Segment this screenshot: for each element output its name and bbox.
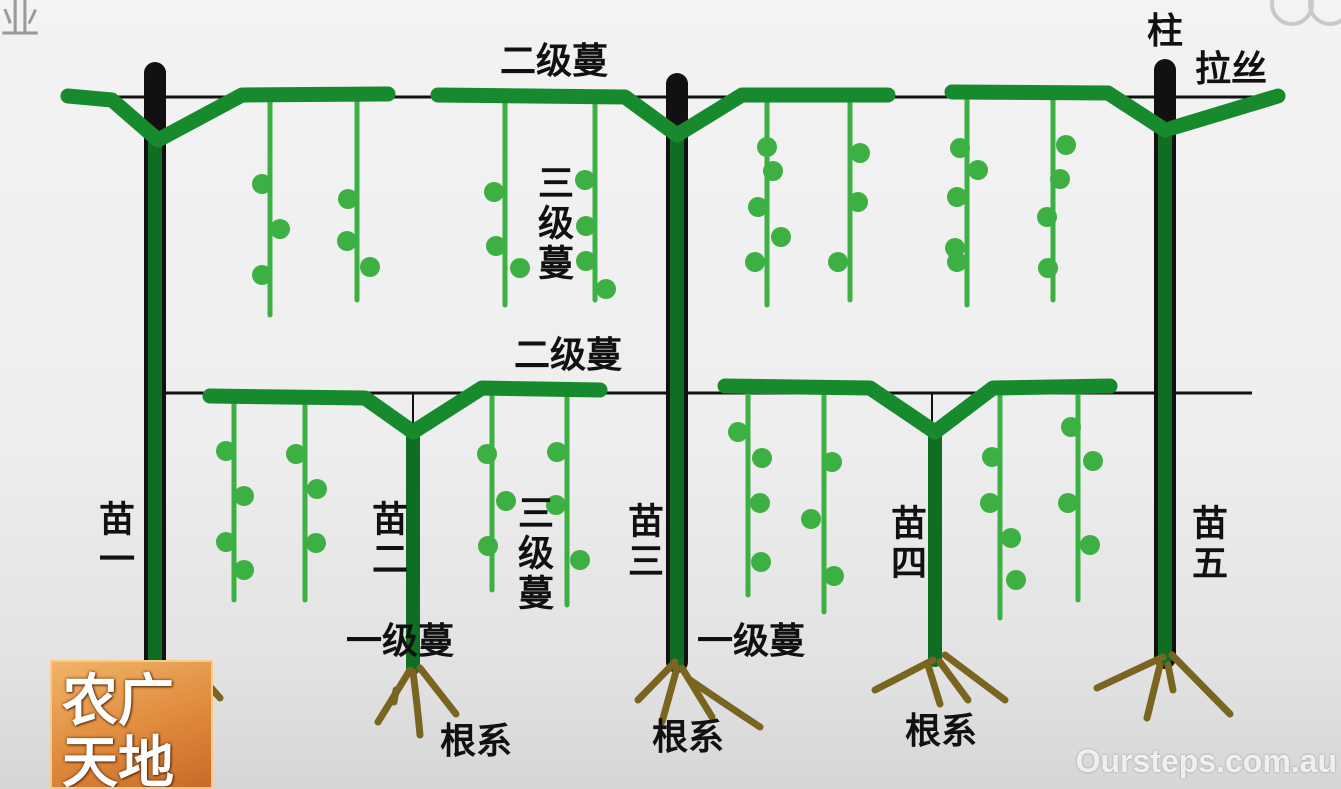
secondary-vine-1-right xyxy=(150,86,396,148)
label-primary-vine-right: 一级蔓 xyxy=(697,621,806,662)
fruit-dot xyxy=(982,447,1002,467)
label-seedling-4: 苗四 xyxy=(885,504,926,584)
fruit-dot xyxy=(496,491,516,511)
fruit-dot xyxy=(307,479,327,499)
fruit-dot xyxy=(1056,135,1076,155)
fruit-dot xyxy=(338,189,358,209)
label-primary-vine-left: 一级蔓 xyxy=(346,621,455,662)
fruit-dot xyxy=(752,448,772,468)
fruit-dot xyxy=(360,257,380,277)
roots-seedling-4 xyxy=(871,651,1009,708)
secondary-vine-2-right xyxy=(405,380,608,440)
fruit-dot xyxy=(570,550,590,570)
secondary-vine-3-right xyxy=(669,87,896,143)
fruit-dot xyxy=(234,486,254,506)
label-roots-1: 根系 xyxy=(440,721,513,762)
fruit-dot xyxy=(947,187,967,207)
fruit-dot xyxy=(576,251,596,271)
fruit-dot xyxy=(1061,417,1081,437)
label-secondary-vine-top: 二级蔓 xyxy=(500,41,609,82)
roots-seedling-3 xyxy=(634,658,764,731)
label-seedling-5: 苗五 xyxy=(1186,504,1227,584)
fruit-dot xyxy=(757,137,777,157)
logo-line-2: 天地 xyxy=(62,731,174,789)
label-tertiary-vine-lower: 三级蔓 xyxy=(512,494,553,614)
fruit-dot xyxy=(510,258,530,278)
fruit-dot xyxy=(763,161,783,181)
fruit-dot xyxy=(270,219,290,239)
secondary-vine-5-left xyxy=(944,84,1173,138)
fruit-dot xyxy=(748,197,768,217)
fruit-dot xyxy=(252,265,272,285)
label-tertiary-vine-top: 三级蔓 xyxy=(532,164,573,284)
fruit-dot xyxy=(1001,528,1021,548)
fruit-dot xyxy=(546,495,566,515)
fruit-dot xyxy=(947,252,967,272)
fruit-dot xyxy=(1080,535,1100,555)
fruit-dot xyxy=(478,536,498,556)
fruit-dot xyxy=(477,444,497,464)
label-roots-3: 根系 xyxy=(905,711,978,752)
fruit-dot xyxy=(751,552,771,572)
fruit-dot xyxy=(822,452,842,472)
label-seedling-2: 苗二 xyxy=(366,500,407,580)
fruit-dot xyxy=(824,566,844,586)
fruit-dot xyxy=(484,182,504,202)
fruit-dot xyxy=(801,509,821,529)
fruit-dot xyxy=(850,143,870,163)
channel-logo: 农广 天地 xyxy=(50,660,213,789)
label-wire: 拉丝 xyxy=(1195,49,1268,90)
corner-text: 业 xyxy=(0,0,40,43)
label-post: 柱 xyxy=(1147,11,1184,52)
fruit-dot xyxy=(1083,451,1103,471)
fruit-dot xyxy=(576,216,596,236)
label-seedling-3: 苗三 xyxy=(622,502,663,582)
fruit-dot xyxy=(575,170,595,190)
fruit-dot xyxy=(968,160,988,180)
fruit-dot xyxy=(1050,169,1070,189)
label-roots-2: 根系 xyxy=(652,717,725,758)
fruit-dot xyxy=(234,560,254,580)
fruit-dot xyxy=(771,227,791,247)
fruit-dot xyxy=(745,252,765,272)
fruit-dot xyxy=(828,252,848,272)
roots-seedling-5 xyxy=(1093,651,1234,722)
fruit-dot xyxy=(728,422,748,442)
fruit-dot xyxy=(1058,493,1078,513)
secondary-vine-2-left xyxy=(202,388,421,440)
fruit-dot xyxy=(337,231,357,251)
fruit-dot xyxy=(216,441,236,461)
secondary-vine-1-left xyxy=(60,88,166,148)
channel-logo-fragment xyxy=(1270,0,1341,26)
fruit-dot xyxy=(1037,207,1057,227)
fruit-dot xyxy=(306,533,326,553)
fruit-dot xyxy=(848,192,868,212)
fruit-dot xyxy=(750,493,770,513)
fruit-dot xyxy=(1006,570,1026,590)
fruit-dot xyxy=(216,532,236,552)
secondary-vine-4-right xyxy=(927,378,1118,440)
tertiary-vines xyxy=(216,97,1103,621)
fruit-dot xyxy=(596,279,616,299)
watermark: Oursteps.com.au xyxy=(1075,743,1337,779)
fruit-dot xyxy=(1038,258,1058,278)
roots-seedling-2 xyxy=(374,664,460,739)
logo-line-1: 农广 xyxy=(62,669,174,734)
fruit-dot xyxy=(547,442,567,462)
secondary-vine-5-right xyxy=(1164,88,1286,136)
fruit-dot xyxy=(980,493,1000,513)
secondary-vine-3-left xyxy=(430,87,685,143)
secondary-vine-4-left xyxy=(717,378,943,440)
label-secondary-vine-lower: 二级蔓 xyxy=(514,335,623,376)
label-seedling-1: 苗一 xyxy=(93,500,134,580)
fruit-dot xyxy=(950,138,970,158)
fruit-dot xyxy=(486,236,506,256)
fruit-dot xyxy=(252,174,272,194)
fruit-dot xyxy=(286,444,306,464)
